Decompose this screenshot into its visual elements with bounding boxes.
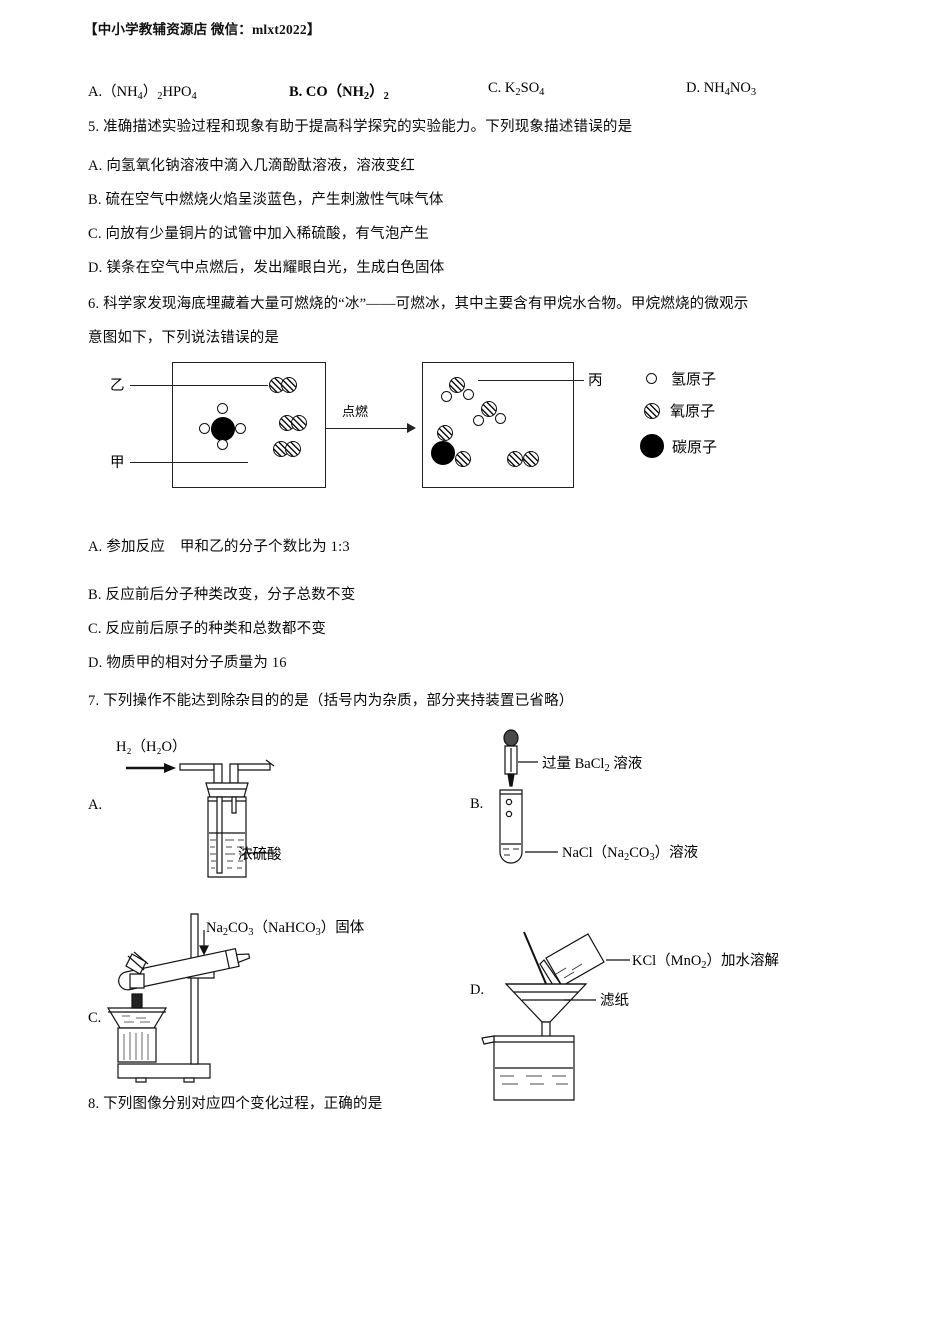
question5-option-a: A. 向氢氧化钠溶液中滴入几滴酚酞溶液，溶液变红 xyxy=(88,158,416,174)
question7-side-label-d: 滤纸 xyxy=(600,993,629,1009)
hydrogen-atom xyxy=(199,423,210,434)
question8-stem: 8. 下列图像分别对应四个变化过程，正确的是 xyxy=(88,1096,383,1112)
legend-row-carbon: 碳原子 xyxy=(640,434,718,458)
legend-row-oxygen: 氧原子 xyxy=(644,400,716,421)
legend-row-hydrogen: 氢原子 xyxy=(646,368,716,389)
hydrogen-atom xyxy=(217,439,228,450)
reaction-arrow-line xyxy=(326,428,408,430)
question6-option-d: D. 物质甲的相对分子质量为 16 xyxy=(88,655,287,671)
product-box xyxy=(422,362,574,488)
filtration-diagram xyxy=(481,931,630,1101)
oxygen-atom xyxy=(291,415,307,431)
hydrogen-atom xyxy=(441,391,452,402)
legend-label-oxygen: 氧原子 xyxy=(670,404,716,420)
carbon-atom-icon xyxy=(640,434,664,458)
option-c-q4: C. K2SO4 xyxy=(488,80,545,98)
question7-letter-a: A. xyxy=(88,797,103,813)
hydrogen-atom-icon xyxy=(646,373,657,384)
hydrogen-atom xyxy=(463,389,474,400)
question7-stem: 7. 下列操作不能达到除杂目的的是（括号内为杂质，部分夹持装置已省略） xyxy=(88,693,574,709)
heating-apparatus-diagram xyxy=(106,913,251,1083)
carbon-atom xyxy=(211,417,235,441)
option-b-q4: B. CO（NH2）2 xyxy=(289,84,389,102)
watermark-header: 【中小学教辅资源店 微信：mlxt2022】 xyxy=(84,22,321,37)
question7-side-label-a: 浓硫酸 xyxy=(238,847,282,863)
question5-stem: 5. 准确描述实验过程和现象有助于提高科学探究的实验能力。下列现象描述错误的是 xyxy=(88,119,633,135)
option-a-q4: A.（NH4）2HPO4 xyxy=(88,84,197,102)
question7-side-label-b: NaCl（Na2CO3）溶液 xyxy=(562,845,699,863)
oxygen-atom xyxy=(455,451,471,467)
question7-letter-d: D. xyxy=(470,982,485,998)
lead-line-jia xyxy=(130,462,248,464)
question6-option-b: B. 反应前后分子种类改变，分子总数不变 xyxy=(88,587,356,603)
lead-line-bing xyxy=(478,380,584,382)
reactant-box xyxy=(172,362,326,488)
oxygen-atom xyxy=(285,441,301,457)
oxygen-atom-icon xyxy=(644,402,660,419)
oxygen-atom xyxy=(523,451,539,467)
question7-top-label-c: Na2CO3（NaHCO3）固体 xyxy=(206,920,365,938)
reaction-arrow-head xyxy=(407,423,416,433)
oxygen-atom xyxy=(449,377,465,393)
hydrogen-atom xyxy=(473,415,484,426)
question7-letter-c: C. xyxy=(88,1010,102,1026)
question5-option-d: D. 镁条在空气中点燃后，发出耀眼白光，生成白色固体 xyxy=(88,260,445,276)
question7-item-b: B. xyxy=(470,728,870,888)
question6-stem-line1: 6. 科学家发现海底埋藏着大量可燃烧的“冰”——可燃冰，其中主要含有甲烷水合物。… xyxy=(88,296,749,312)
question6-option-c: C. 反应前后原子的种类和总数都不变 xyxy=(88,621,327,637)
question7-item-c: C. xyxy=(88,912,448,1092)
question5-option-c: C. 向放有少量铜片的试管中加入稀硫酸，有气泡产生 xyxy=(88,226,429,242)
label-jia: 甲 xyxy=(110,455,125,471)
question7-top-label-a: H₂（H₂O） xyxy=(116,739,187,755)
test-tube-dropper-diagram xyxy=(499,729,558,864)
legend-label-carbon: 碳原子 xyxy=(672,439,718,456)
hydrogen-atom xyxy=(235,423,246,434)
question6-stem-line2: 意图如下，下列说法错误的是 xyxy=(88,330,280,346)
question7-top-label-b: 过量 BaCl2 溶液 xyxy=(542,756,643,774)
label-yi: 乙 xyxy=(110,378,125,394)
question5-option-b: B. 硫在空气中燃烧火焰呈淡蓝色，产生刺激性气味气体 xyxy=(88,192,444,208)
label-bing: 丙 xyxy=(588,373,603,389)
arrow-label-ignite: 点燃 xyxy=(342,404,369,419)
oxygen-atom xyxy=(507,451,523,467)
wash-bottle-diagram xyxy=(126,759,275,878)
hydrogen-atom xyxy=(495,413,506,424)
question7-top-label-d: KCl（MnO2）加水溶解 xyxy=(632,953,780,971)
question6-diagram: 乙 甲 点燃 丙 xyxy=(110,356,900,496)
legend-label-hydrogen: 氢原子 xyxy=(671,372,717,388)
question7-letter-b: B. xyxy=(470,796,484,812)
oxygen-atom xyxy=(481,401,497,417)
carbon-atom xyxy=(431,441,455,465)
oxygen-atom xyxy=(281,377,297,393)
question7-item-a: A. H₂（H₂O） xyxy=(88,735,428,890)
option-d-q4: D. NH4NO3 xyxy=(686,80,757,98)
hydrogen-atom xyxy=(217,403,228,414)
question7-item-d: D. xyxy=(470,930,870,1105)
question6-option-a: A. 参加反应 甲和乙的分子个数比为 1:3 xyxy=(88,539,350,555)
oxygen-atom xyxy=(437,425,453,441)
lead-line-yi xyxy=(130,385,268,387)
